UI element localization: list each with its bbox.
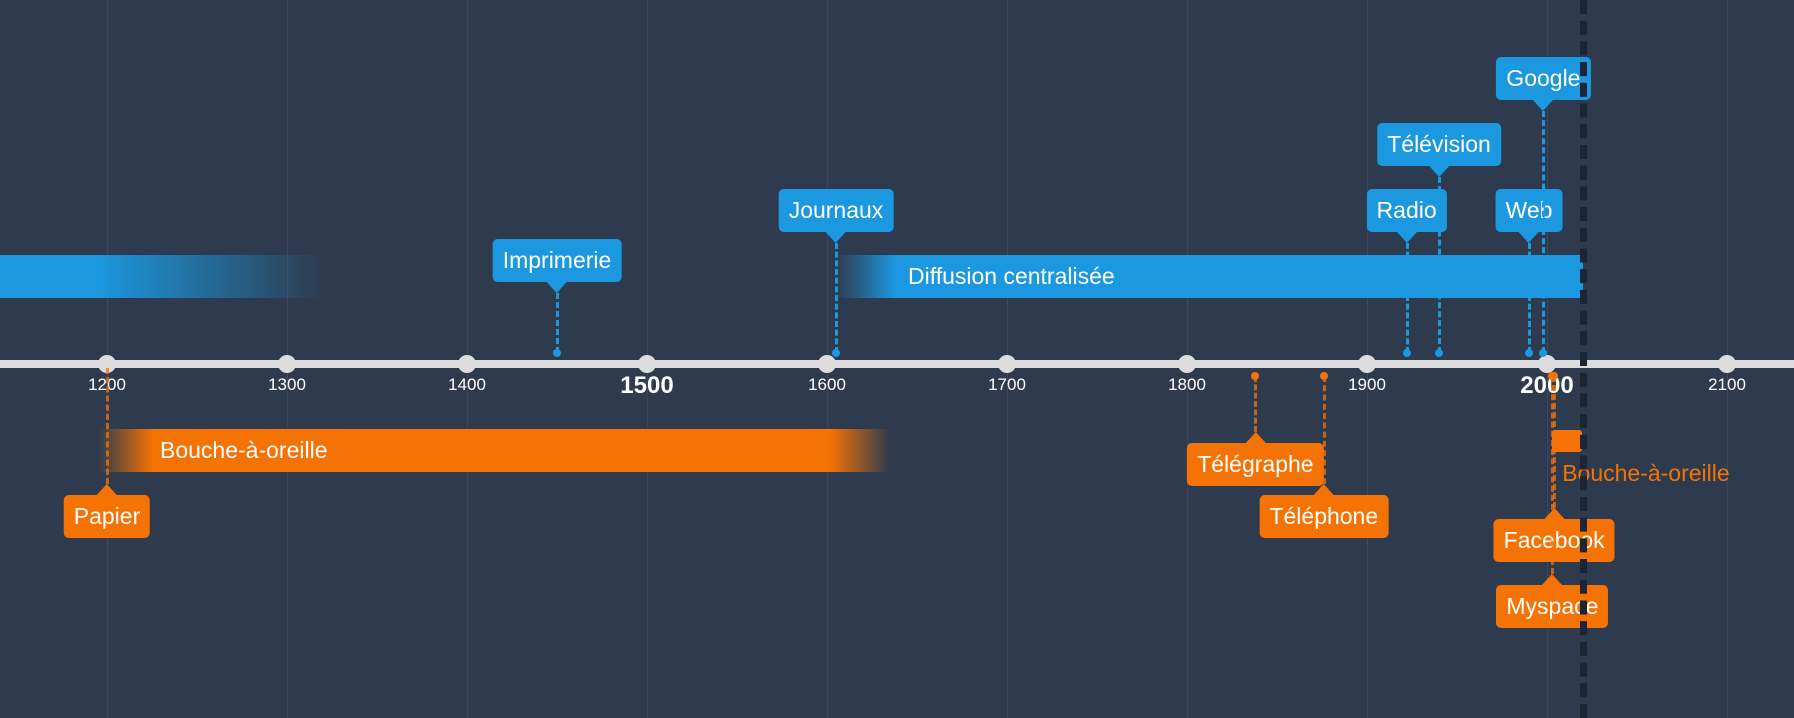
event-stem (1254, 376, 1258, 432)
era-band-label: Bouche-à-oreille (160, 437, 328, 463)
event-pin (1402, 349, 1411, 357)
axis-tick-label: 1300 (268, 375, 306, 394)
event-pin (1548, 372, 1557, 380)
event-tag-myspace[interactable]: Myspace (1496, 574, 1609, 628)
axis-tick (98, 355, 116, 373)
event-pin (832, 349, 840, 357)
event-stem (556, 293, 559, 353)
event-pin (1319, 372, 1328, 380)
axis-tick (458, 355, 476, 373)
event-stem (106, 368, 109, 484)
ongoing-label: Bouche-à-oreille (1562, 460, 1730, 486)
event-stem (1405, 243, 1409, 353)
axis-tick-label: 1800 (1168, 375, 1206, 394)
event-stem (1438, 177, 1441, 353)
axis-tick (1358, 355, 1376, 373)
event-tag-google[interactable]: Google (1496, 57, 1591, 111)
event-tag-radio[interactable]: Radio (1366, 189, 1447, 243)
event-tag-papier[interactable]: Papier (63, 484, 151, 538)
axis-tick-label: 1900 (1348, 375, 1386, 394)
event-tag-television[interactable]: Télévision (1377, 123, 1501, 177)
event-stem (1528, 243, 1531, 353)
event-tag-imprimerie[interactable]: Imprimerie (492, 239, 622, 293)
event-tag-telephone[interactable]: Téléphone (1259, 484, 1389, 538)
event-tag-journaux[interactable]: Journaux (778, 189, 894, 243)
axis-tick-label: 1500 (620, 372, 674, 399)
event-pin (553, 349, 561, 357)
axis-tick (278, 355, 296, 373)
timeline-axis (0, 360, 1794, 368)
event-tag-web[interactable]: Web (1495, 189, 1563, 243)
axis-tick (1718, 355, 1736, 373)
axis-tick (818, 355, 836, 373)
axis-tick-label: 1600 (808, 375, 846, 394)
event-stem (1551, 376, 1555, 574)
era-band-label: Diffusion centralisée (908, 263, 1115, 289)
event-tag-telegraphe[interactable]: Télégraphe (1187, 432, 1324, 486)
era-band-diffusion-centralisee-early (0, 255, 323, 298)
axis-tick (1538, 355, 1556, 373)
ongoing-marker (1552, 430, 1583, 452)
axis-tick-label: 1400 (448, 375, 486, 394)
axis-tick-label: 2100 (1708, 375, 1746, 394)
current-year-marker (1580, 0, 1587, 718)
axis-tick (638, 355, 656, 373)
axis-tick-label: 1700 (988, 375, 1026, 394)
event-pin (1435, 349, 1443, 357)
event-pin (1525, 349, 1533, 357)
era-band-bouche-a-oreille: Bouche-à-oreille (98, 429, 890, 472)
axis-tick (998, 355, 1016, 373)
axis-tick-label: 2000 (1520, 372, 1574, 399)
event-stem (1322, 376, 1326, 484)
event-pin (1539, 349, 1548, 357)
event-stem (835, 243, 838, 353)
event-pin (1251, 372, 1260, 380)
era-band-diffusion-centralisee: Diffusion centralisée (836, 255, 1583, 298)
axis-tick (1178, 355, 1196, 373)
event-stem (1542, 111, 1546, 353)
